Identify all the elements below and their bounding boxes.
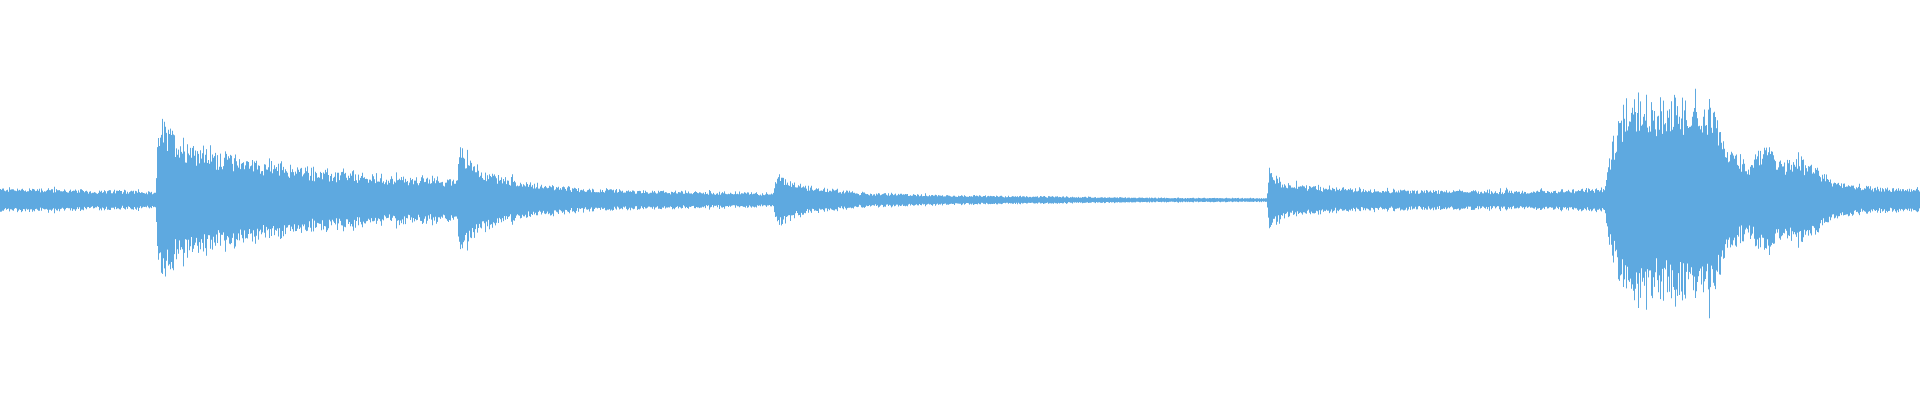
waveform-trace [0,88,1920,319]
waveform-center-line [0,199,1920,201]
waveform-bars [0,88,1920,319]
